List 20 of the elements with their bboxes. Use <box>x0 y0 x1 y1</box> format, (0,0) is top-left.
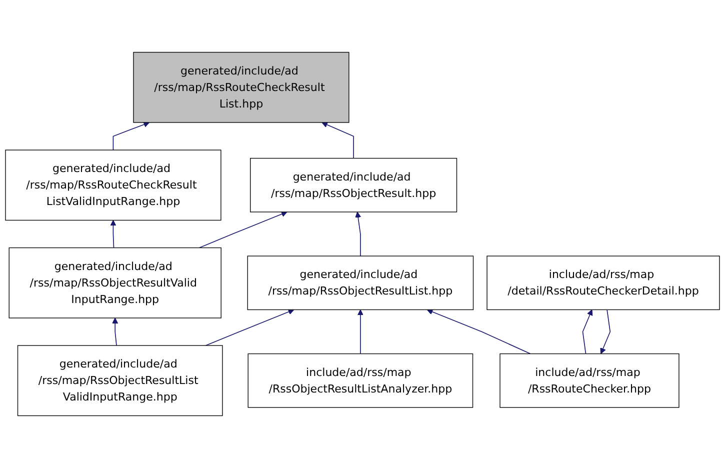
node-box: include/ad/rss/map /RssRouteChecker.hpp <box>500 353 680 408</box>
arrow <box>205 308 294 346</box>
node-box: include/ad/rss/map /RssObjectResultListAnalyzer.hpp <box>248 353 474 408</box>
arrow <box>357 309 364 354</box>
arrow <box>112 318 118 346</box>
node-box: include/ad/rss/map /detail/RssRouteCheckerDetail.hpp <box>486 256 720 310</box>
node-box: generated/include/ad /rss/map/RssObjectResultValid InputRange.hpp <box>8 247 222 318</box>
node-box: generated/include/ad /rss/map/RssObjectResultList ValidInputRange.hpp <box>17 345 223 416</box>
arrow <box>198 211 288 248</box>
arrow <box>582 309 593 354</box>
arrow <box>355 212 362 256</box>
arrow <box>112 122 150 150</box>
arrow <box>322 122 354 159</box>
node-box: generated/include/ad /rss/map/RssRouteCheckResult List.hpp <box>133 52 350 123</box>
arrow <box>426 308 531 354</box>
node-box: generated/include/ad /rss/map/RssObjectResult.hpp <box>250 158 458 212</box>
node-box: generated/include/ad /rss/map/RssRouteCheckResult ListValidInputRange.hpp <box>5 150 222 221</box>
arrow <box>110 220 116 248</box>
arrow <box>600 309 611 354</box>
node-box: generated/include/ad /rss/map/RssObjectResultList.hpp <box>247 256 474 310</box>
